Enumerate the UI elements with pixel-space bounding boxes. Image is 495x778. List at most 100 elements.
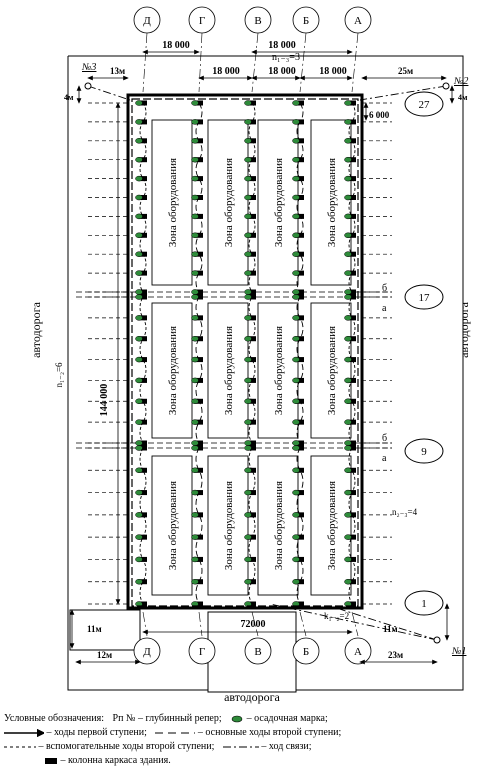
axis-bubble <box>244 637 272 665</box>
settlement-mark-icon <box>244 289 252 295</box>
settlement-mark-icon <box>292 294 300 300</box>
settlement-mark-icon <box>191 119 199 125</box>
axis-label: В <box>254 646 261 658</box>
settlement-mark-icon <box>244 270 252 276</box>
zone-label: Зона оборудования <box>223 158 235 247</box>
settlement-mark-icon <box>135 534 143 540</box>
settlement-mark-icon <box>191 156 199 163</box>
column-icon <box>296 377 304 383</box>
reper-icon <box>433 636 441 644</box>
settlement-mark-icon <box>292 419 300 425</box>
settlement-mark-icon <box>292 445 300 451</box>
dim-4m-left: 4м <box>64 93 74 102</box>
site-boundary <box>67 55 464 691</box>
settlement-mark-icon <box>191 578 199 585</box>
settlement-mark-icon <box>135 294 143 300</box>
row-marker-label: 1 <box>421 598 427 610</box>
legend-row-4: – колонна каркаса здания. <box>4 754 492 768</box>
width-dim: 72000 <box>241 619 266 630</box>
axis-bubble <box>292 637 320 665</box>
second-aux-line-icon <box>4 746 36 748</box>
axis-labels-bottom: Д Г В Б А <box>143 646 362 658</box>
expansion-joints <box>76 102 392 605</box>
equipment-zone <box>207 119 249 286</box>
settlement-mark-icon <box>191 294 199 300</box>
axis-line <box>351 611 359 637</box>
legend: Условные обозначения: Рп № – глубинный р… <box>4 712 492 768</box>
settlement-mark-icon <box>344 138 352 144</box>
first-stage-line-icon <box>4 728 44 737</box>
settlement-mark-icon <box>231 715 243 723</box>
settlement-mark-icon <box>292 440 300 446</box>
settlement-mark-icon <box>292 251 300 257</box>
n-top-label: n₁₋₃=3 <box>272 52 300 63</box>
traverse-line <box>296 102 304 605</box>
settlement-mark-icon <box>344 156 352 163</box>
axis-label: Д <box>143 15 151 27</box>
column-icon <box>296 157 304 163</box>
column-icon <box>139 357 147 363</box>
settlement-mark-icon <box>191 100 199 106</box>
settlement-mark-icon <box>344 335 352 342</box>
column-icon <box>248 579 256 585</box>
settlement-mark-icon <box>135 156 143 163</box>
equipment-zone <box>257 119 299 286</box>
n-left-label: n₁₋₂=6 <box>54 362 64 388</box>
settlement-mark-icon <box>244 138 252 144</box>
settlement-mark-icon <box>244 398 252 405</box>
length-dim: 144 000 <box>99 384 110 417</box>
column-icon <box>139 445 147 451</box>
column-icon <box>296 512 304 518</box>
zone-label: Зона оборудования <box>326 158 338 247</box>
settlement-mark-icon <box>292 156 300 163</box>
settlement-mark-icon <box>135 512 143 518</box>
settlement-mark-icon <box>292 119 300 125</box>
settlement-mark-icon <box>135 315 143 321</box>
settlement-mark-icon <box>344 398 352 405</box>
settlement-mark-icon <box>135 270 143 276</box>
settlement-mark-icon <box>244 356 252 363</box>
bay-dim-upper-2: 18 000 <box>268 40 296 51</box>
settlement-mark-icon <box>135 194 143 201</box>
settlement-mark-icon <box>135 578 143 585</box>
settlement-mark-icon <box>191 398 199 405</box>
axis-line <box>351 32 359 93</box>
axis-line <box>299 32 307 93</box>
settlement-mark-icon <box>244 578 252 585</box>
column-icon <box>248 357 256 363</box>
settlement-mark-icon <box>135 467 143 474</box>
survey-traverses <box>87 85 447 641</box>
reper-icon <box>84 82 92 90</box>
settlement-mark-icon <box>135 138 143 144</box>
column-icon <box>139 512 147 518</box>
column-icon <box>348 357 356 363</box>
legend-second-aux-label: – вспомогательные ходы второй ступени; <box>38 741 215 752</box>
settlement-mark-icon <box>344 213 352 220</box>
column-icon <box>139 294 147 300</box>
axis-line <box>198 32 203 93</box>
settlement-mark-icon <box>244 213 252 220</box>
zone-label: Зона оборудования <box>167 158 179 247</box>
legend-row-2: – ходы первой ступени; – основные ходы в… <box>4 726 492 740</box>
zone-label: Зона оборудования <box>273 326 285 415</box>
legend-second-main-item: – основные ходы второй ступени; <box>155 726 341 740</box>
link-traverse <box>359 85 447 101</box>
axis-bubble <box>344 6 372 34</box>
settlement-mark-icon <box>344 445 352 451</box>
building-outline <box>126 93 364 610</box>
settlement-mark-icon <box>191 213 199 220</box>
column-icon <box>296 176 304 182</box>
road-label-left: автодорога <box>29 301 43 357</box>
joint-label-b: б <box>382 433 387 444</box>
equipment-zone <box>151 119 193 286</box>
legend-row-1: Условные обозначения: Рп № – глубинный р… <box>4 712 492 726</box>
settlement-mark-icon <box>344 489 352 496</box>
settlement-mark-icon <box>292 100 300 106</box>
column-icon <box>45 757 57 764</box>
row-marker-label: 9 <box>421 446 427 458</box>
settlement-mark-icon <box>191 335 199 342</box>
settlement-mark-icon <box>191 445 199 451</box>
column-icon <box>296 251 304 257</box>
axis-label: А <box>354 15 362 27</box>
settlement-mark-icon <box>191 194 199 201</box>
